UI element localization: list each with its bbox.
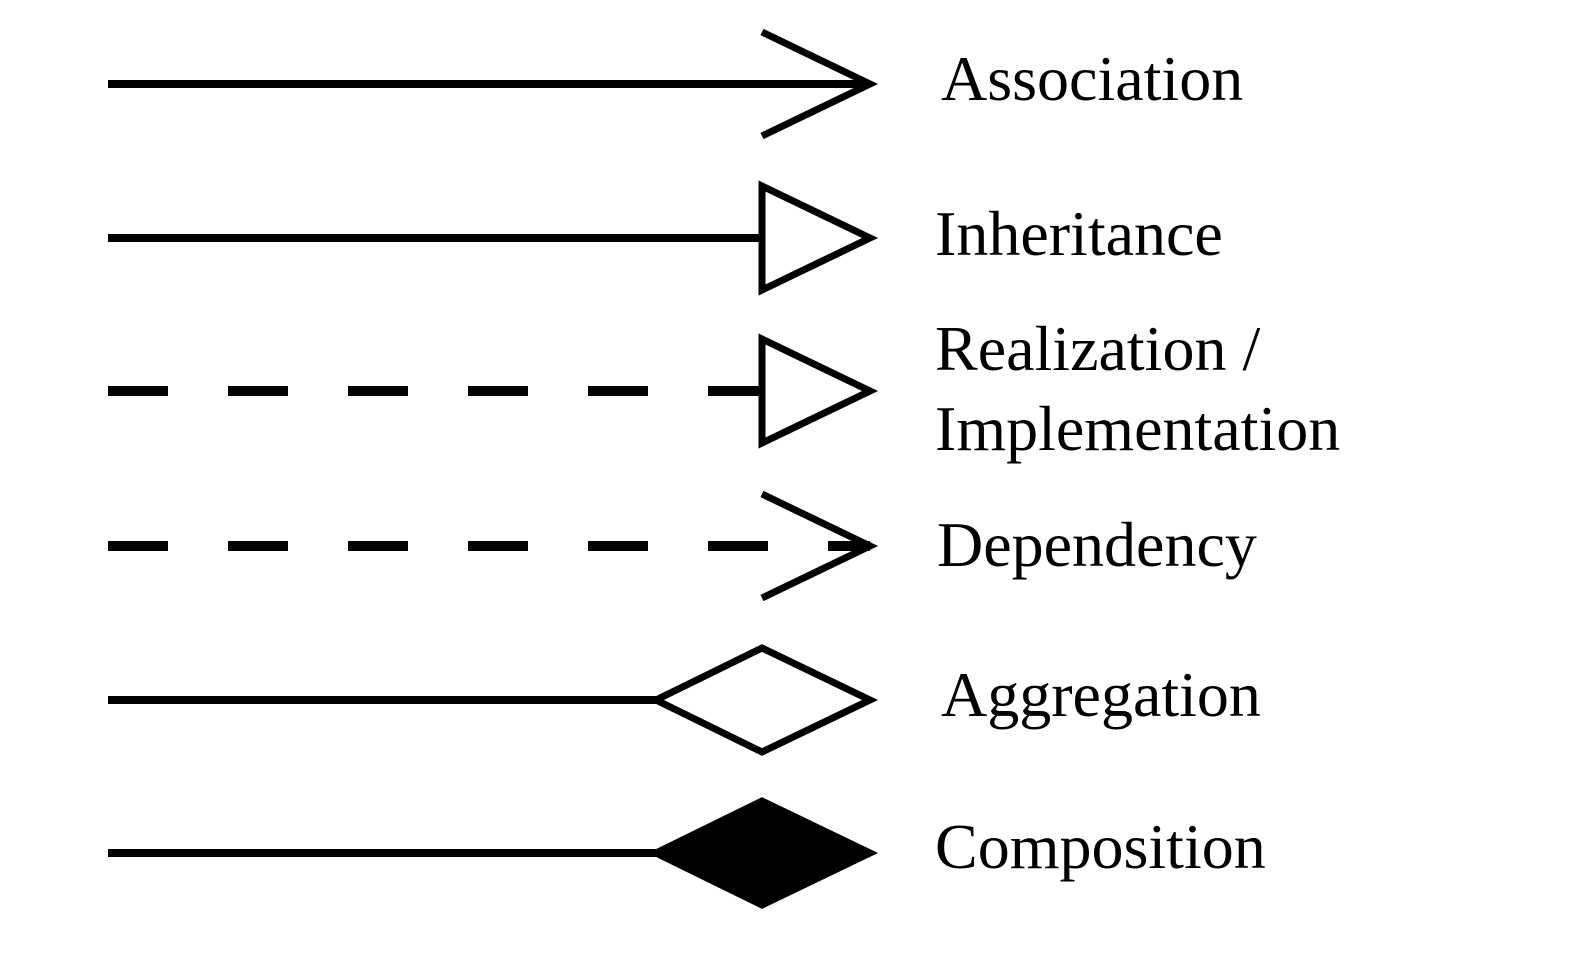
inheritance-connector: [108, 180, 879, 296]
composition-label: Composition: [935, 811, 1266, 882]
aggregation-label: Aggregation: [941, 659, 1261, 730]
aggregation-hollow-diamond: [648, 644, 879, 756]
realization-hollow-triangle: [758, 333, 879, 449]
composition-filled-diamond: [648, 797, 879, 909]
realization-connector: [108, 333, 879, 449]
association-connector: [108, 28, 879, 140]
inheritance-label: Inheritance: [935, 198, 1223, 269]
inheritance-hollow-triangle: [758, 180, 879, 296]
realization-label: Realization /: [935, 313, 1261, 384]
association-label: Association: [941, 43, 1244, 114]
dependency-label: Dependency: [937, 509, 1257, 580]
dependency-open-arrowhead: [760, 490, 879, 602]
aggregation-connector: [108, 644, 879, 756]
association-open-arrowhead: [760, 28, 879, 140]
composition-connector: [108, 797, 879, 909]
dependency-connector: [108, 490, 879, 602]
implementation-label: Implementation: [935, 393, 1341, 464]
